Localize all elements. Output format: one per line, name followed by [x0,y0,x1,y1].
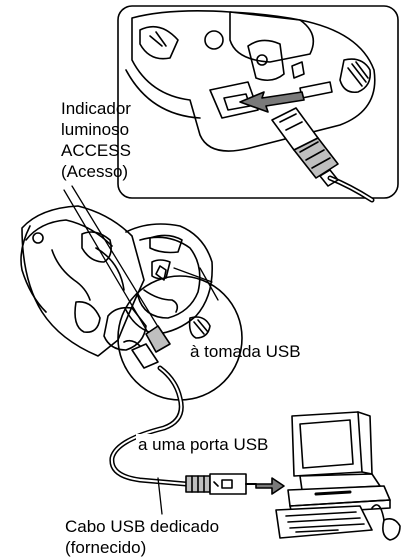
access-indicator-label: Indicador luminoso ACCESS (Acesso) [61,98,131,182]
label-line: luminoso [61,120,130,139]
camera-body [20,205,213,369]
label-line: Indicador [61,99,131,118]
usb-socket-label: à tomada USB [190,342,301,361]
magnifier-circle [117,275,243,401]
computer [287,411,391,515]
inset-detail-box [117,5,399,203]
arrow-icon [239,91,305,113]
usb-connector [185,473,247,495]
mouse [371,504,401,541]
label-line: ACCESS [61,141,131,160]
keyboard [275,505,373,539]
label-line: (Acesso) [61,162,129,181]
usb-cable-label: Cabo USB dedicado (fornecido) [65,516,219,558]
usb-port-label: a uma porta USB [136,434,271,455]
label-line: Cabo USB dedicado [65,517,220,536]
label-line: (fornecido) [65,538,147,557]
